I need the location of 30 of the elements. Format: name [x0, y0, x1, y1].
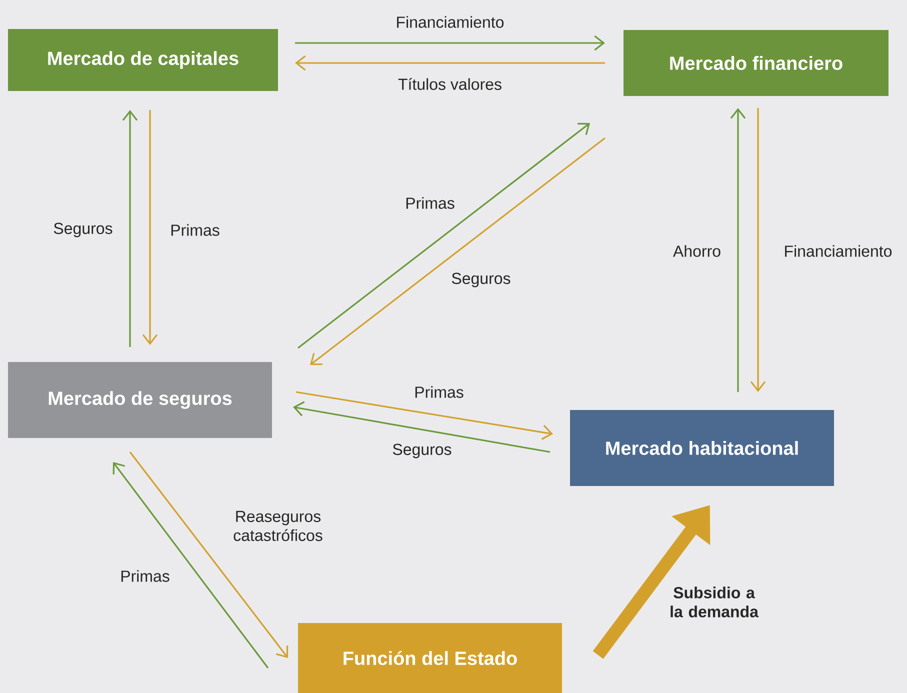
edge-label: Subsidio a la demanda [670, 586, 759, 618]
arrow [122, 110, 138, 347]
edge-label: Ahorro [673, 245, 720, 257]
edge-label: Primas [406, 197, 454, 209]
edge-label: Primas [171, 224, 220, 236]
market-box: Mercado de capitales [8, 29, 278, 91]
edge-label: Financiamiento [785, 245, 892, 257]
edge-label: Seguros [392, 444, 452, 458]
edge-label: Reaseguros catastróficos [234, 510, 322, 542]
arrow [142, 110, 158, 345]
edge-label: Primas [121, 570, 170, 582]
edge-label: Títulos valores [398, 78, 502, 90]
arrow [296, 391, 553, 440]
edge-label: Primas [415, 386, 464, 398]
market-box: Mercado de seguros [8, 362, 272, 438]
arrow [298, 122, 590, 349]
arrow [129, 452, 288, 658]
arrow [295, 35, 605, 51]
arrow [750, 108, 766, 392]
edge-label: Financiamiento [397, 16, 504, 28]
market-box: Función del Estado [298, 623, 562, 693]
arrow [112, 462, 269, 668]
edge-label: Seguros [54, 222, 112, 238]
arrow [730, 108, 746, 392]
market-box: Mercado habitacional [570, 410, 834, 486]
arrow [293, 401, 550, 453]
edge-label: Seguros [452, 272, 510, 288]
market-box: Mercado financiero [624, 30, 888, 96]
arrow [310, 137, 606, 366]
arrow [295, 55, 605, 71]
